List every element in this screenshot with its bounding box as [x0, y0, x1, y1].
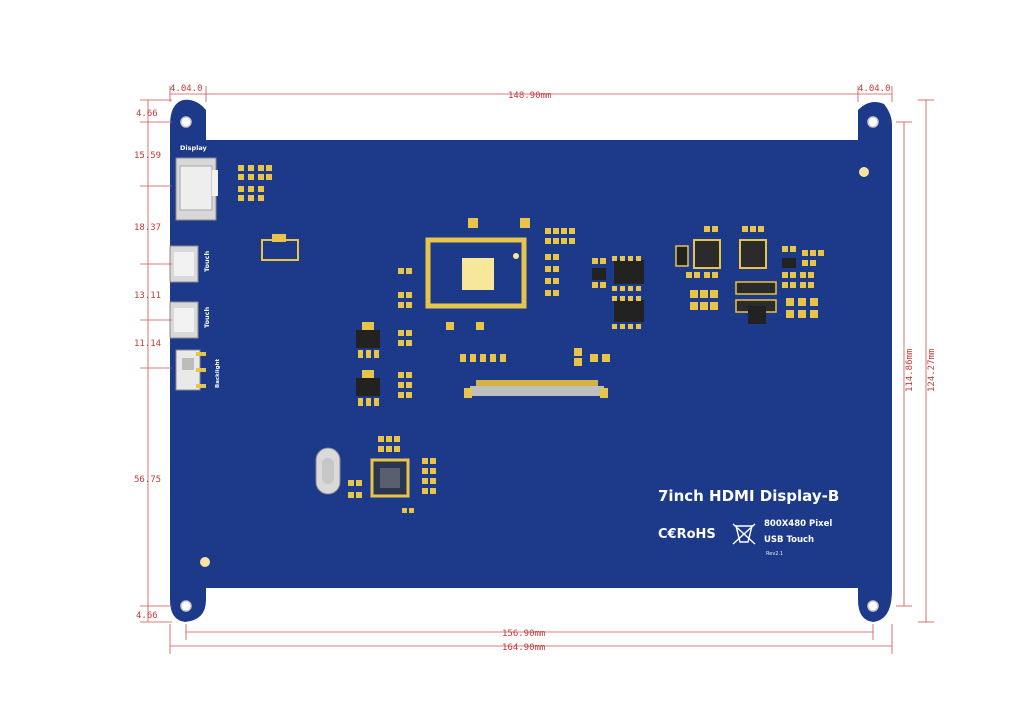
board-title: 7inch HDMI Display-B	[658, 487, 839, 505]
pcb-outline	[170, 99, 892, 622]
dim-left-3: 18.37	[134, 223, 161, 233]
dim-left-1: 4.66	[136, 109, 158, 119]
mounting-hole-top-right	[867, 116, 879, 128]
dim-top-right-hole: 4.04.0	[858, 84, 891, 94]
touch-port-label-2: Touch	[203, 306, 211, 328]
dim-left-4: 13.11	[134, 291, 161, 301]
board-revision: Rev2.1	[766, 551, 783, 557]
certification-marks: C€RoHS	[658, 527, 716, 542]
components	[238, 165, 824, 513]
weee-bin-icon	[732, 523, 756, 545]
dim-right-inner: 114.86mm	[905, 349, 915, 392]
dimension-labels: 4.04.0 148.90mm 4.04.0 4.66 15.59 18.37 …	[134, 84, 937, 653]
dim-right-outer: 124.27mm	[927, 349, 937, 392]
dim-left-2: 15.59	[134, 151, 161, 161]
spec-resolution: 800X480 Pixel	[764, 519, 832, 529]
spec-touch: USB Touch	[764, 535, 814, 545]
pcb-board	[170, 99, 892, 622]
hdmi-port: Display	[175, 144, 218, 221]
display-port-label: Display	[180, 144, 208, 152]
dim-left-5: 11.14	[134, 339, 161, 349]
dim-bottom-inner: 156.90mm	[502, 629, 545, 639]
fiducial-mark	[859, 167, 869, 177]
dim-bottom-outer: 164.90mm	[502, 643, 545, 653]
micro-usb-port-2: Touch	[169, 301, 211, 339]
silkscreen: 7inch HDMI Display-B C€RoHS 800X480 Pixe…	[658, 487, 839, 557]
backlight-switch-label: Backlight	[215, 359, 221, 388]
dimension-lines	[140, 86, 934, 654]
dim-left-6: 56.75	[134, 475, 161, 485]
mounting-hole-top-left	[180, 116, 192, 128]
touch-port-label-1: Touch	[203, 250, 211, 272]
dim-top-width: 148.90mm	[508, 91, 551, 101]
dim-left-7: 4.66	[136, 611, 158, 621]
dim-top-left-hole: 4.04.0	[170, 84, 203, 94]
mounting-hole-bottom-right	[867, 600, 879, 612]
micro-usb-port-1: Touch	[169, 245, 211, 283]
mounting-hole-bottom-left	[180, 600, 192, 612]
backlight-switch: Backlight	[175, 349, 221, 391]
fiducial-mark	[200, 557, 210, 567]
